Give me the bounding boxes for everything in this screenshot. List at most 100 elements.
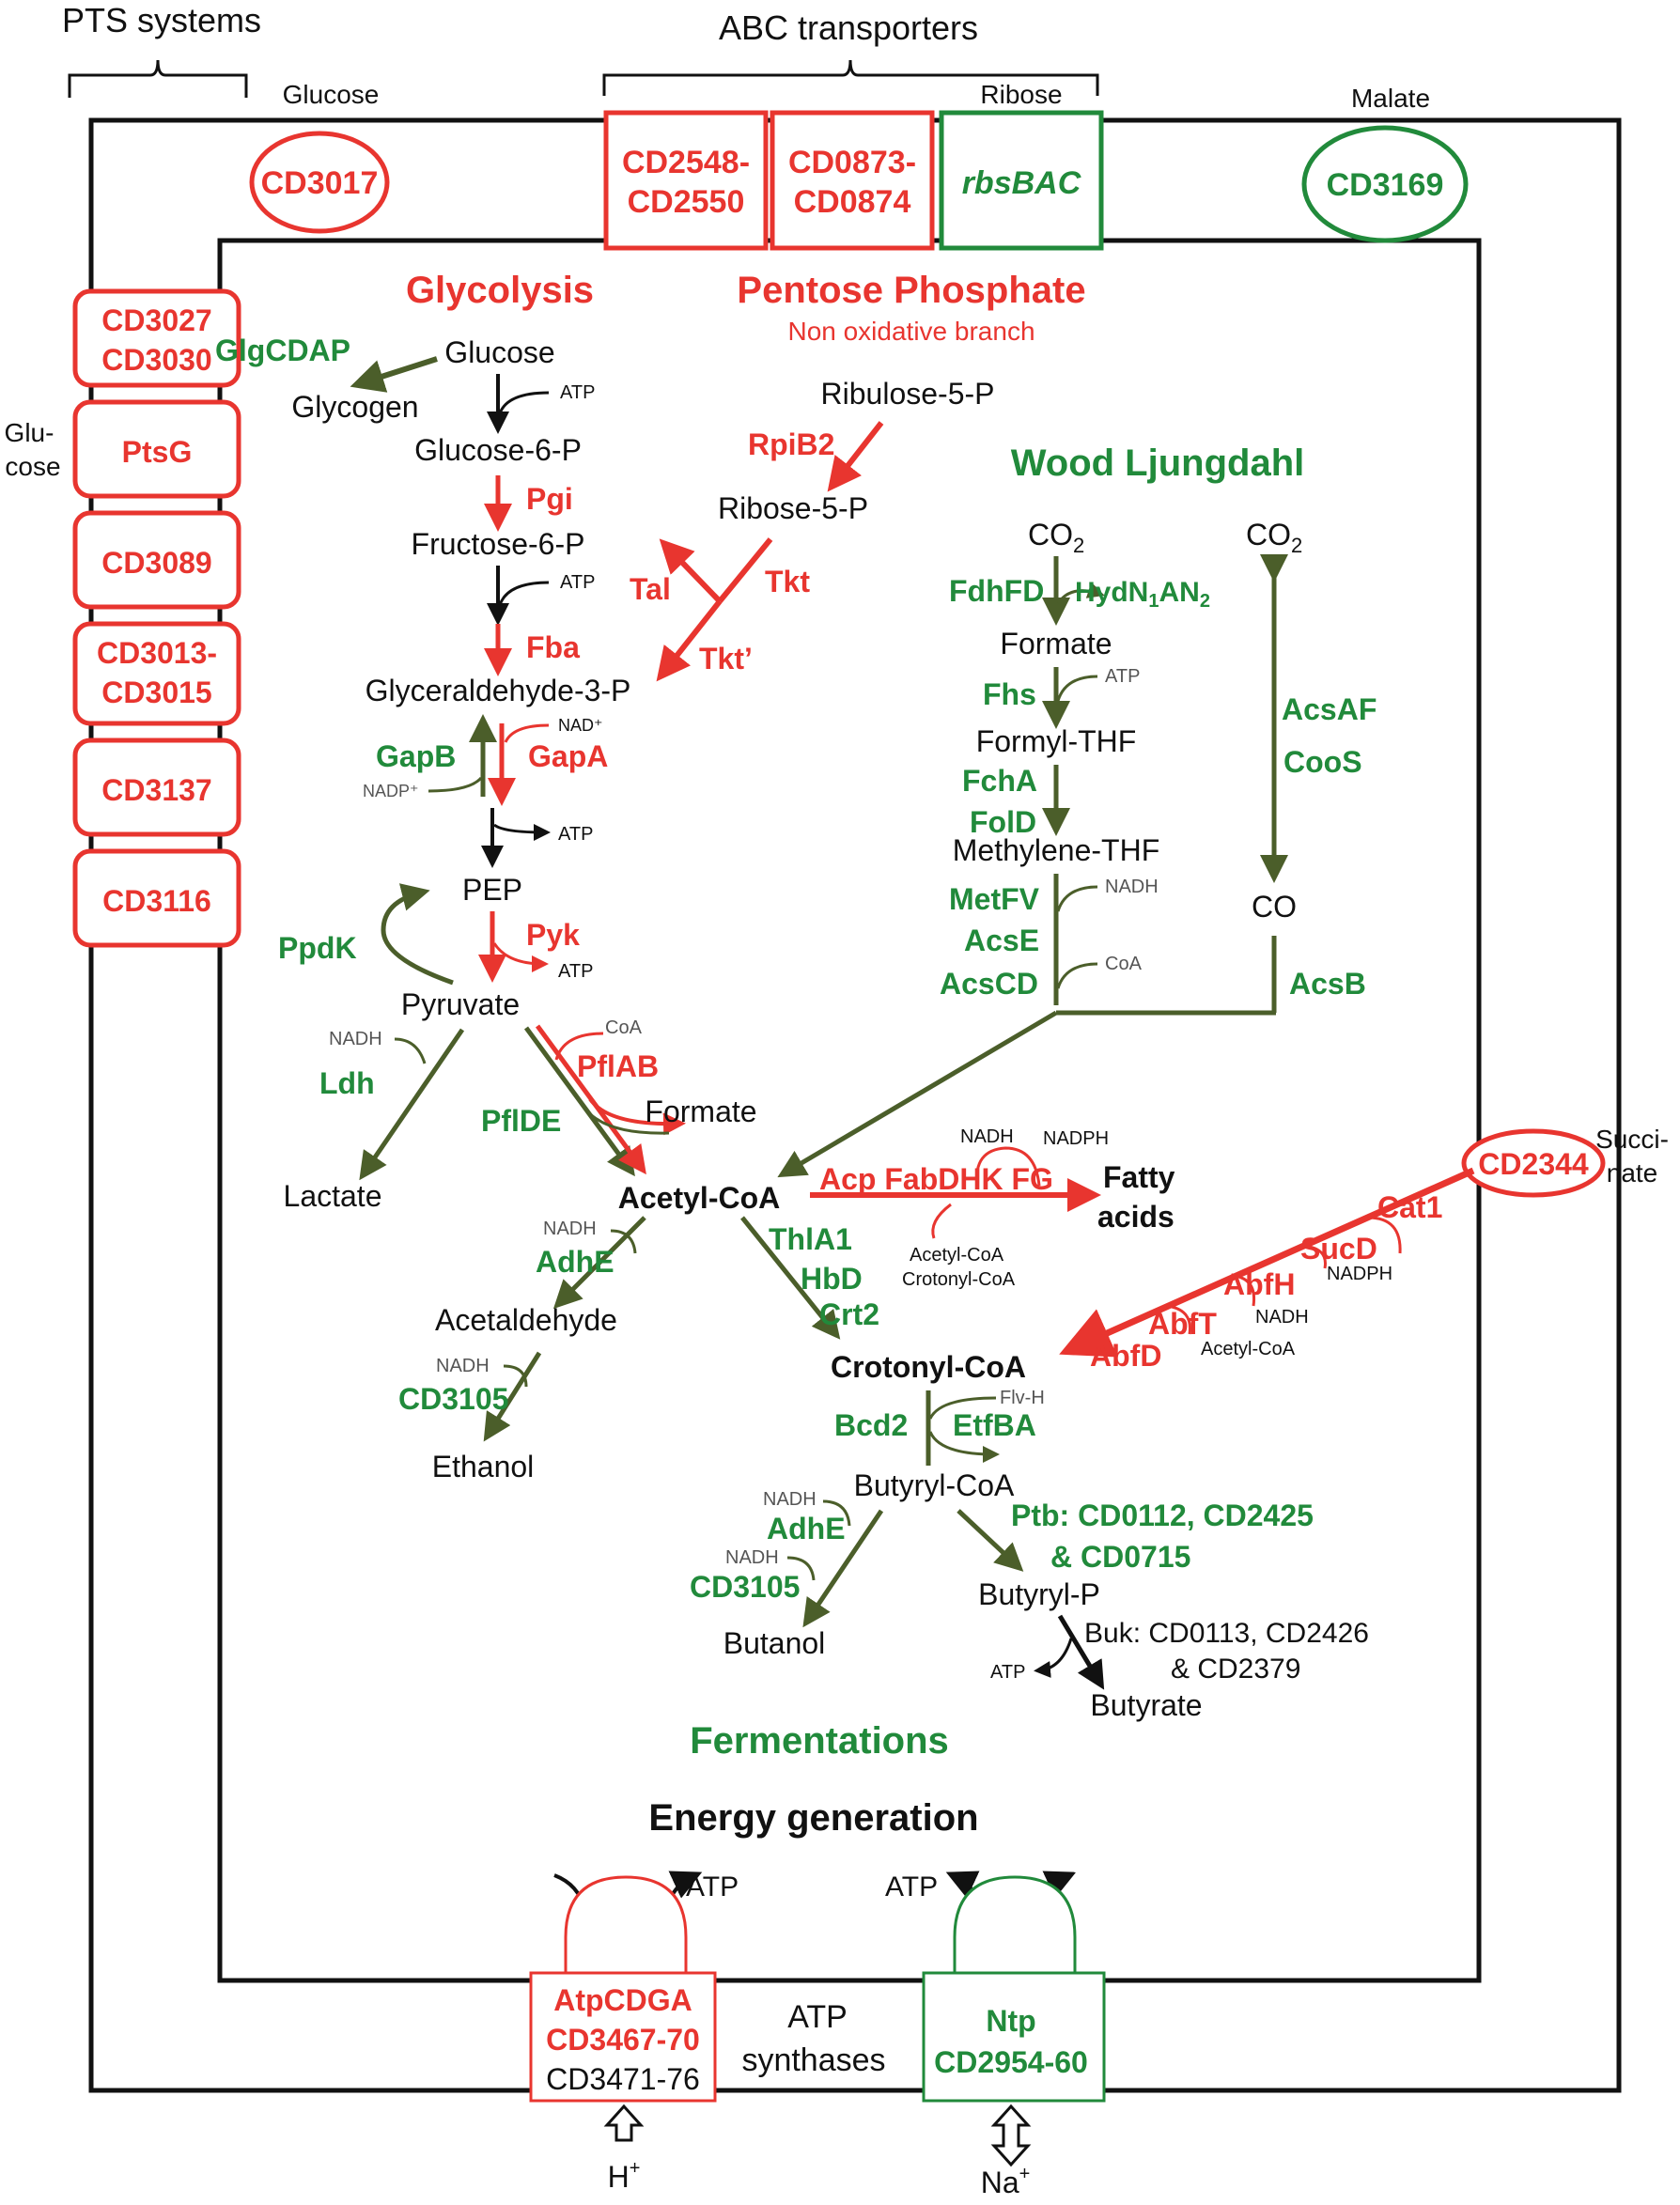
adhe-label-2: AdhE [767,1512,846,1545]
pts-box-3-label: CD3089 [101,546,211,580]
pflab-coa-label: CoA [605,1017,643,1038]
pflab-formate-curve [588,1097,686,1136]
abfh-label: AbfH [1223,1267,1295,1301]
fatty-label-1: Fatty [1103,1160,1175,1194]
hyd-curve [1056,582,1105,604]
acetyl-coa-node: Acetyl-CoA Acp FabDHK FG NADH NADPH Acet… [398,1126,1175,1483]
fba-label: Fba [526,630,580,664]
cat1-label: Cat1 [1377,1190,1442,1224]
cd3105-nadh-curve-1 [503,1364,528,1388]
etfba-label: EtfBA [953,1408,1036,1442]
acse-label: AcsE [964,924,1039,957]
hyd-label: HydN1AN2 [1075,577,1210,612]
cd2548-label-b: CD2550 [628,184,745,220]
ldh-nadh-label: NADH [329,1029,382,1049]
cose-label: cose [5,452,60,481]
butyrylcoa-metabolite: Butyryl-CoA [854,1468,1015,1502]
cd2954-label: CD2954-60 [934,2045,1088,2079]
ptb-label-1: Ptb: CD0112, CD2425 [1011,1498,1314,1532]
succinate-arrow [1059,1167,1475,1358]
tal-arrow [659,538,723,604]
tkt2-arrow [656,599,723,682]
bcd2-label: Bcd2 [834,1408,908,1442]
atp-synthase-right-head [953,1875,1077,1977]
acscd-label: AcsCD [940,967,1038,1001]
pts-box-1-label-a: CD3027 [101,303,211,337]
cd0873-label-b: CD0874 [794,184,911,220]
atp-curve-3 [493,823,551,841]
acsb-label: AcsB [1289,967,1366,1001]
pflde-label: PflDE [481,1104,561,1138]
flvh-curve-bottom [928,1431,1000,1463]
metfv-nadh-curve [1056,885,1098,912]
g6p-metabolite: Glucose-6-P [414,433,582,467]
pflab-coa-curve [554,1032,604,1061]
nad-curve [504,723,550,743]
adhe-nadh-curve-1 [610,1229,637,1254]
pflab-label: PflAB [577,1049,659,1083]
cd2548-label-a: CD2548- [622,145,750,180]
abft-curve [1166,1304,1191,1335]
cd0873-transporter [770,110,935,251]
pts-box-3 [72,510,241,610]
pts-box-1-label-b: CD3030 [101,343,211,377]
rpib2-label: RpiB2 [748,427,834,461]
adhe-nadh-label-2: NADH [763,1489,817,1510]
buk-atp-label: ATP [990,1662,1025,1683]
abfh-nadh-label: NADH [1255,1307,1309,1328]
butanol-metabolite: Butanol [723,1626,826,1660]
cd3105-label-1: CD3105 [398,1382,508,1416]
f6p-metabolite: Fructose-6-P [412,527,585,561]
acetylcoa-metabolite: Acetyl-CoA [618,1181,780,1215]
ldh-nadh-curve [394,1037,427,1064]
pflab-arrow [535,1024,646,1175]
abft-label: AbfT [1148,1307,1217,1341]
cat1-curve [1367,1216,1402,1254]
succinate-route: Cat1 SucD NADPH AbfH NADH AbfT AbfD Acet… [1059,1167,1475,1373]
adhe-nadh-curve-2 [822,1499,851,1527]
pts-box-5-label: CD3137 [101,773,211,807]
hbd-label: HbD [801,1262,863,1296]
glycogen-metabolite: Glycogen [291,390,418,424]
gap-metabolite: Glyceraldehyde-3-P [366,674,631,707]
ptb-label-2: & CD0715 [1050,1540,1190,1574]
adhe-label-1: AdhE [536,1245,614,1279]
ntp-label: Ntp [986,2004,1035,2038]
acetaldehyde-metabolite: Acetaldehyde [435,1303,617,1337]
na-ion: Na+ [981,2164,1031,2199]
pts-box-2 [72,399,241,499]
cd3169-label: CD3169 [1327,167,1444,203]
pts-box-2-label: PtsG [122,435,193,469]
crotonylcoa-metabolite: Crotonyl-CoA [831,1350,1026,1384]
fa-nadph-label: NADPH [1043,1128,1109,1149]
abft-acetylcoa-label: Acetyl-CoA [1201,1339,1296,1359]
formate-wl-metabolite: Formate [1000,627,1112,660]
fold-label: FolD [970,805,1036,839]
formyl-thf-metabolite: Formyl-THF [976,724,1137,758]
atpcdga-label: AtpCDGA [553,1983,692,2017]
fatty-label-2: acids [1097,1200,1174,1234]
r5p-metabolite: Ribose-5-P [718,491,868,525]
flvh-curve-top [928,1396,997,1420]
na-arrow [990,2104,1032,2167]
rbsbac-label: rbsBAC [962,165,1081,201]
adhe-nadh-label-1: NADH [543,1219,597,1239]
fa-nadh-label: NADH [960,1126,1014,1147]
h-ion: H+ [608,2158,641,2194]
pts-box-6-label: CD3116 [102,884,211,918]
pyruvate-branch: NADH Ldh Lactate CoA PflAB PflDE Formate [284,1017,757,1213]
fhs-atp-curve [1056,675,1098,702]
thla1-arrow [740,1216,841,1340]
pentose-subtitle: Non oxidative branch [787,317,1034,346]
cd3105-nadh-curve-2 [786,1556,816,1581]
buk-atp-curve [1034,1638,1073,1678]
glu-label: Glu- [5,418,54,447]
energy-atp-left: ATP [686,1871,739,1902]
buk-label-1: Buk: CD0113, CD2426 [1084,1618,1369,1649]
butyrylp-metabolite: Butyryl-P [978,1577,1100,1611]
glycogen-arrow [350,356,438,393]
atpcdga-box [529,1971,717,2103]
pyk-label: Pyk [526,918,580,952]
